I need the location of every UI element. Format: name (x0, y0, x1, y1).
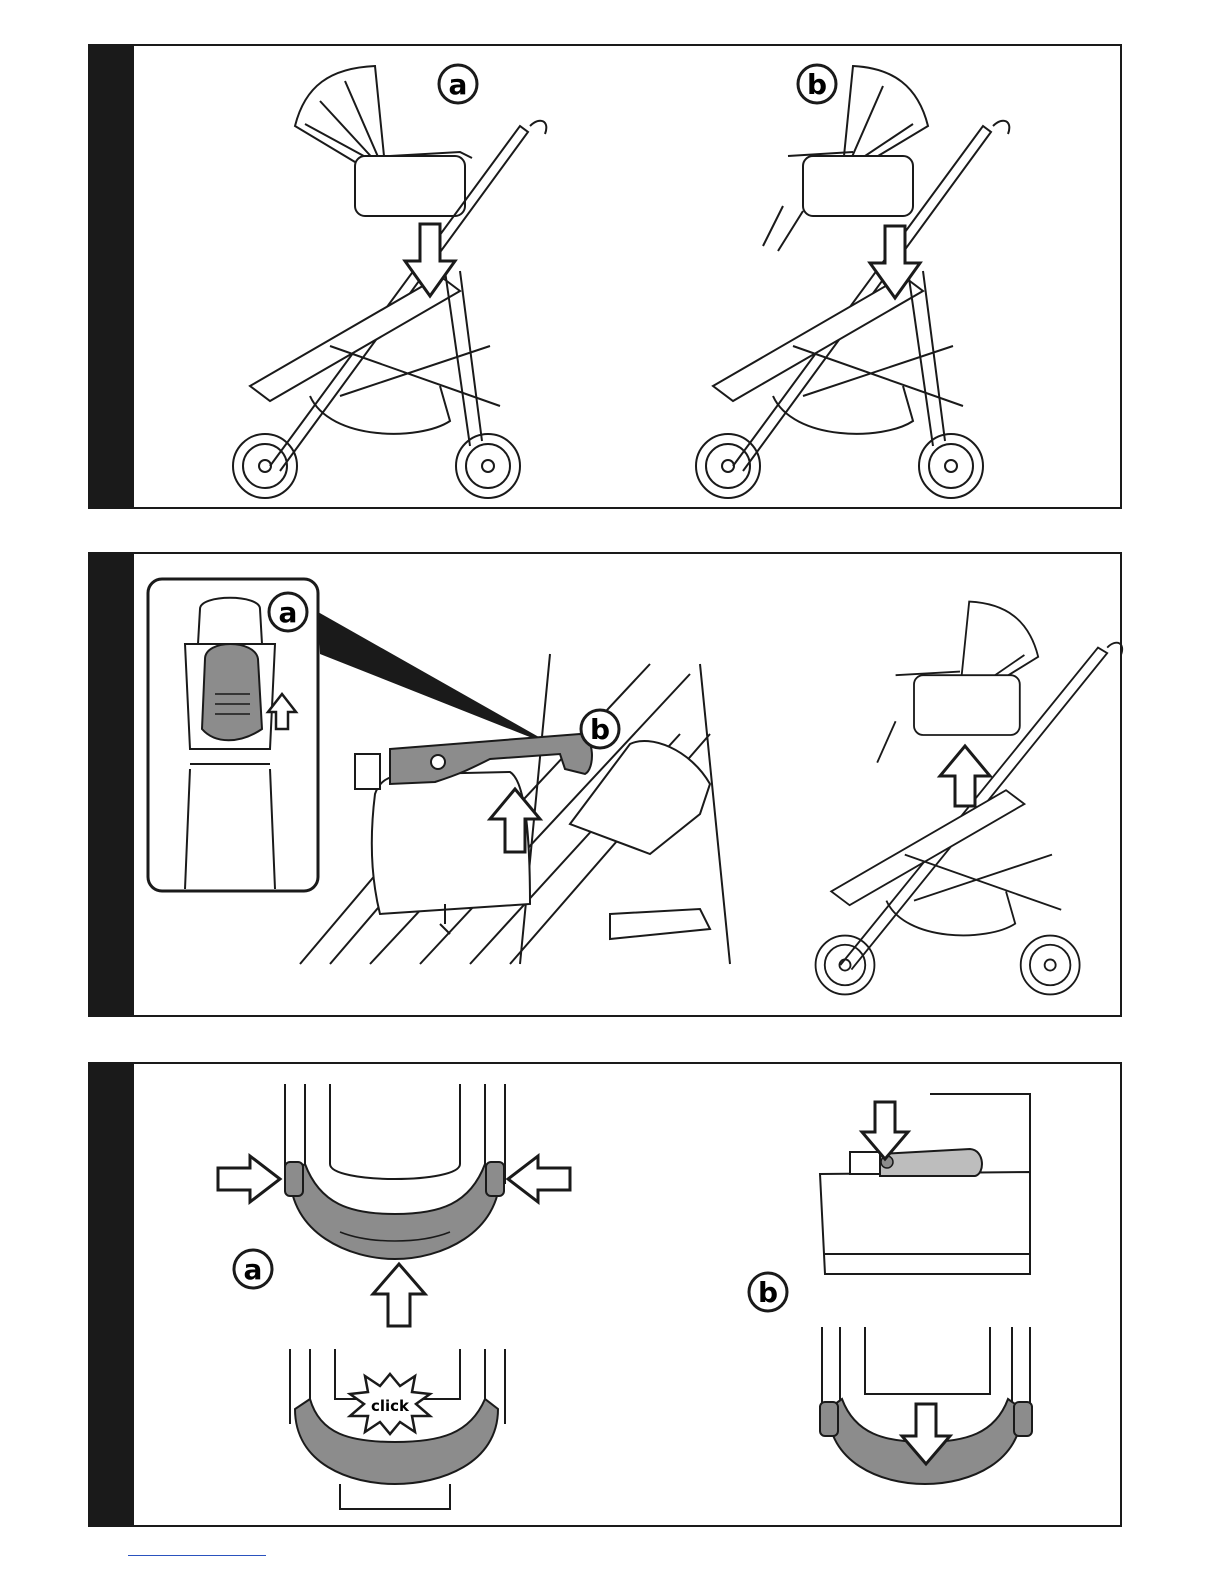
step-1-illustration: a b (90, 46, 1124, 511)
right-arrow (218, 1156, 280, 1202)
stroller-a-drawing (233, 66, 546, 498)
footer-link-line (128, 1555, 266, 1556)
zoom-callout-wedge (318, 612, 560, 749)
step-3-illustration: a click b (90, 1064, 1124, 1529)
step-1-label-b: b (807, 68, 827, 101)
step-2-illustration: a b (90, 554, 1124, 1019)
up-arrow (373, 1264, 425, 1326)
step-panel-1: a b (88, 44, 1122, 509)
left-arrow (508, 1156, 570, 1202)
step-3-label-a: a (244, 1253, 263, 1286)
step-panel-3: a click b (88, 1062, 1122, 1527)
down-arrow-press (862, 1102, 908, 1159)
stroller-b-drawing (696, 66, 1009, 498)
step-3-label-b: b (758, 1276, 778, 1309)
step-2-label-a: a (279, 596, 298, 629)
release-button-highlight (202, 644, 262, 740)
step-panel-2: a b (88, 552, 1122, 1017)
up-arrow-stroller (940, 746, 990, 806)
click-label: click (371, 1397, 410, 1415)
step-2-label-b: b (590, 713, 610, 746)
step-1-label-a: a (449, 68, 468, 101)
